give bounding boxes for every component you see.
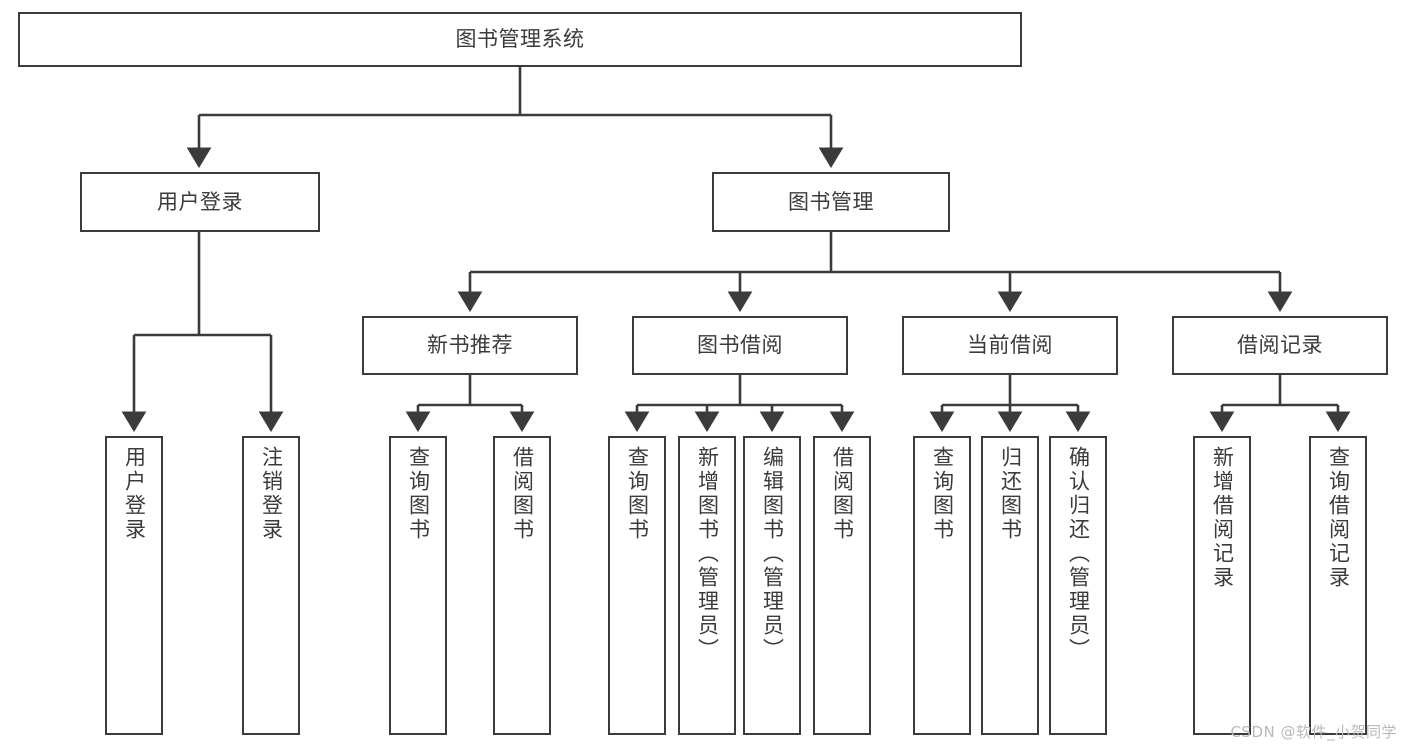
watermark-text: CSDN @软件_小贺同学 bbox=[1230, 723, 1397, 741]
leaf-book-borrow-add[interactable]: 新增图书（管理员） bbox=[678, 436, 736, 735]
leaf-current-borrow-confirm-return[interactable]: 确认归还（管理员） bbox=[1049, 436, 1107, 735]
node-book-management-label: 图书管理 bbox=[788, 189, 874, 214]
leaf-book-borrow-query-label: 查询图书 bbox=[625, 446, 650, 542]
leaf-book-borrow-add-label: 新增图书（管理员） bbox=[695, 446, 720, 662]
leaf-user-login-logout[interactable]: 注销登录 bbox=[242, 436, 300, 735]
leaf-current-borrow-return-label: 归还图书 bbox=[998, 446, 1023, 542]
leaf-borrow-records-query[interactable]: 查询借阅记录 bbox=[1309, 436, 1367, 735]
node-book-borrow[interactable]: 图书借阅 bbox=[632, 316, 848, 375]
leaf-book-borrow-borrow-label: 借阅图书 bbox=[830, 446, 855, 542]
node-book-management[interactable]: 图书管理 bbox=[712, 172, 950, 232]
node-borrow-records-label: 借阅记录 bbox=[1237, 333, 1323, 358]
leaf-current-borrow-query[interactable]: 查询图书 bbox=[913, 436, 971, 735]
leaf-current-borrow-return[interactable]: 归还图书 bbox=[981, 436, 1039, 735]
leaf-borrow-records-query-label: 查询借阅记录 bbox=[1326, 446, 1351, 590]
leaf-book-borrow-query[interactable]: 查询图书 bbox=[608, 436, 666, 735]
leaf-book-borrow-edit[interactable]: 编辑图书（管理员） bbox=[743, 436, 801, 735]
leaf-user-login-login[interactable]: 用户登录 bbox=[105, 436, 163, 735]
leaf-new-book-query[interactable]: 查询图书 bbox=[389, 436, 447, 735]
leaf-user-login-logout-label: 注销登录 bbox=[259, 446, 284, 542]
node-user-login-label: 用户登录 bbox=[157, 189, 243, 214]
node-new-book-recommend[interactable]: 新书推荐 bbox=[362, 316, 578, 375]
leaf-new-book-borrow[interactable]: 借阅图书 bbox=[493, 436, 551, 735]
node-new-book-recommend-label: 新书推荐 bbox=[427, 333, 513, 358]
leaf-new-book-borrow-label: 借阅图书 bbox=[510, 446, 535, 542]
leaf-book-borrow-borrow[interactable]: 借阅图书 bbox=[813, 436, 871, 735]
leaf-book-borrow-edit-label: 编辑图书（管理员） bbox=[760, 446, 785, 662]
node-book-borrow-label: 图书借阅 bbox=[697, 333, 783, 358]
node-user-login[interactable]: 用户登录 bbox=[80, 172, 320, 232]
leaf-borrow-records-add-label: 新增借阅记录 bbox=[1210, 446, 1235, 590]
leaf-current-borrow-query-label: 查询图书 bbox=[930, 446, 955, 542]
node-current-borrow[interactable]: 当前借阅 bbox=[902, 316, 1118, 375]
leaf-user-login-login-label: 用户登录 bbox=[122, 446, 147, 542]
node-root-system-label: 图书管理系统 bbox=[455, 27, 585, 52]
node-current-borrow-label: 当前借阅 bbox=[967, 333, 1053, 358]
leaf-borrow-records-add[interactable]: 新增借阅记录 bbox=[1193, 436, 1251, 735]
leaf-current-borrow-confirm-return-label: 确认归还（管理员） bbox=[1066, 446, 1091, 662]
node-root-system[interactable]: 图书管理系统 bbox=[18, 12, 1022, 67]
node-borrow-records[interactable]: 借阅记录 bbox=[1172, 316, 1388, 375]
leaf-new-book-query-label: 查询图书 bbox=[406, 446, 431, 542]
